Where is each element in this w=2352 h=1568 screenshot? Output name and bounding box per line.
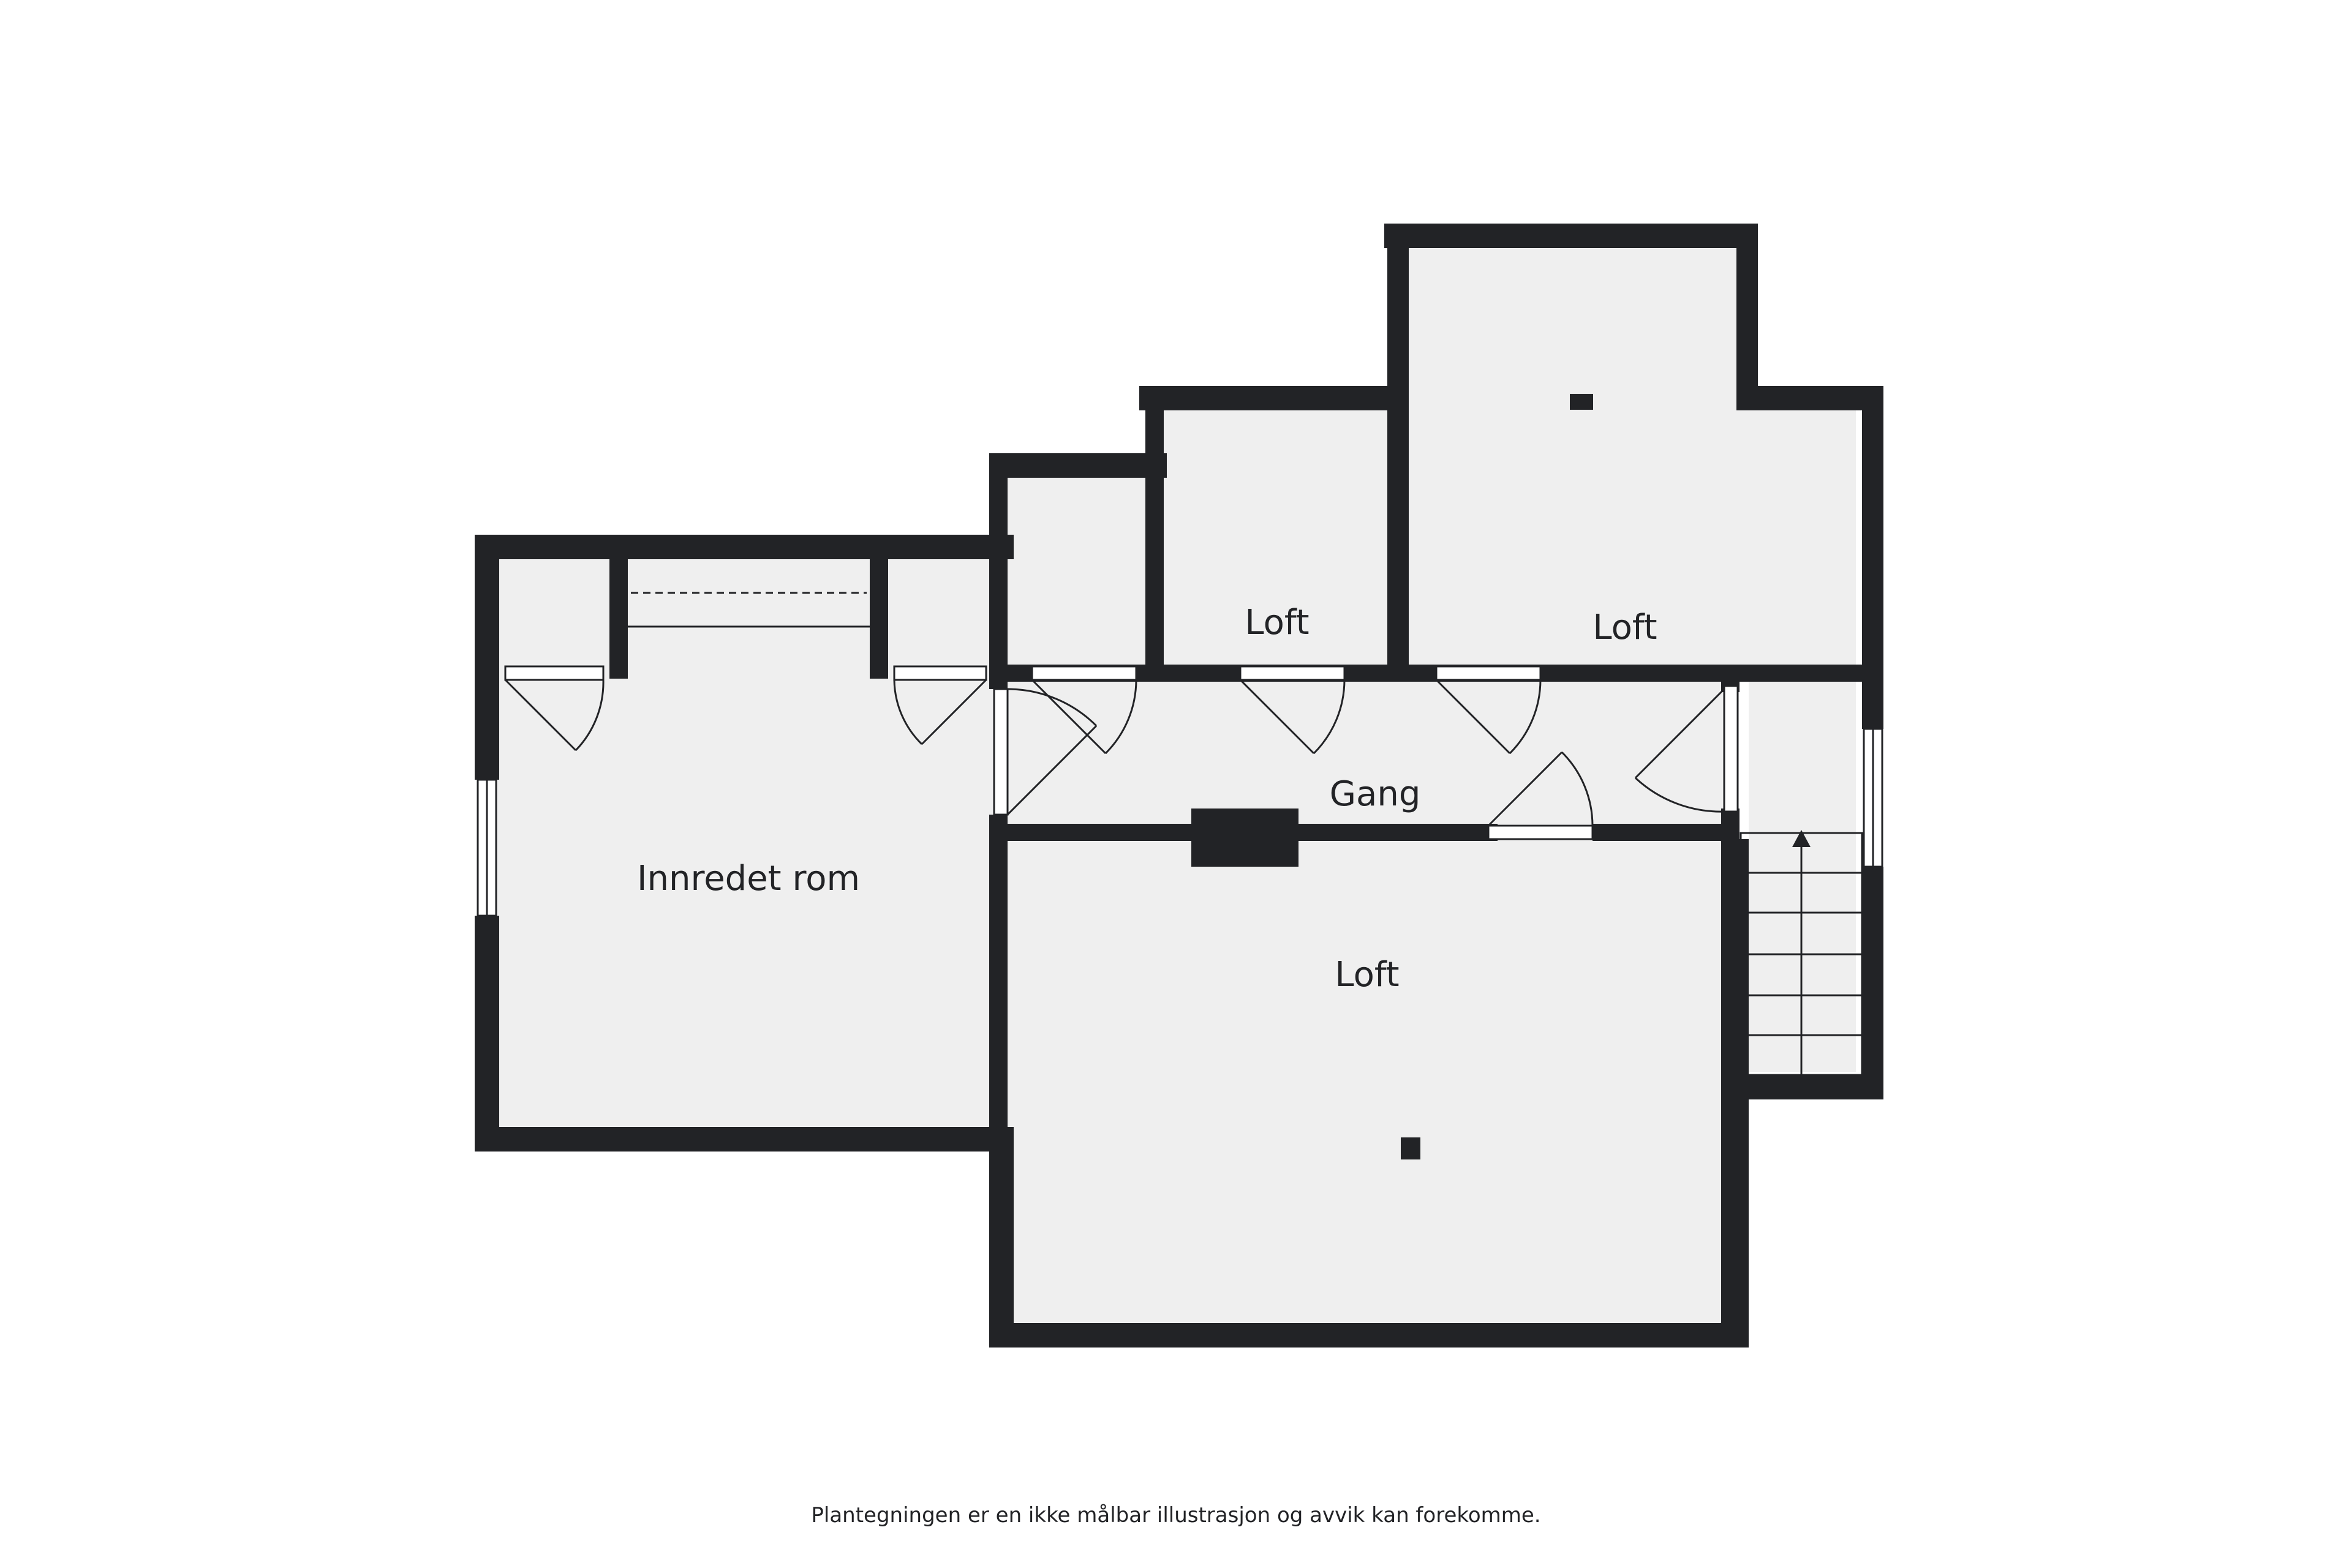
post-upper	[1570, 394, 1593, 410]
door-stair	[1723, 685, 1739, 813]
door-loft-large-leaf	[1487, 751, 1563, 827]
door-stair-leaf	[1634, 688, 1725, 779]
doors	[504, 665, 1739, 840]
door-closet-left-leaf	[504, 679, 577, 752]
post-lower	[1401, 1137, 1420, 1159]
label-gang: Gang	[1330, 774, 1421, 814]
door-storage	[1031, 665, 1137, 681]
door-innredet	[993, 688, 1009, 816]
label-loft-small: Loft	[1245, 603, 1309, 643]
wall-loft-large-left	[989, 1127, 1014, 1348]
wall-left-bottom	[475, 916, 499, 1152]
door-loft-upper-leaf	[1435, 679, 1511, 755]
door-innredet-arc	[1007, 688, 1098, 727]
wall-right-outer-bottom	[1862, 867, 1883, 1099]
wall-innredet-right-lower	[989, 815, 1008, 1164]
door-storage-leaf	[1031, 679, 1107, 755]
wall-innredet-bottom	[475, 1127, 1014, 1152]
door-loft-small	[1239, 665, 1346, 681]
door-closet-mid	[893, 665, 987, 681]
wall-loft-upper-step-top	[1736, 386, 1883, 410]
door-loft-large-arc	[1561, 751, 1594, 826]
label-innredet-rom: Innredet rom	[637, 859, 860, 899]
wall-storage-top	[989, 453, 1167, 478]
wall-gang-bottom-right	[1593, 824, 1733, 841]
wall-loft-small-right	[1387, 224, 1409, 680]
walls	[475, 224, 1883, 1348]
door-closet-mid-arc	[893, 679, 923, 745]
floor-storage-small	[1008, 478, 1155, 668]
wall-loft-large-bottom	[989, 1323, 1749, 1348]
door-loft-upper-arc	[1509, 679, 1542, 755]
windows	[477, 559, 1883, 917]
wall-innredet-right-upper	[989, 453, 1008, 689]
wall-closet-mid-divider	[870, 535, 888, 679]
floor-loft-large	[1008, 839, 1721, 1323]
wall-loft-upper-top	[1384, 224, 1758, 248]
wall-storage-right	[1145, 386, 1164, 680]
floors	[496, 248, 1856, 1323]
label-loft-large: Loft	[1335, 955, 1399, 995]
chimney	[1191, 809, 1298, 867]
door-closet-left-arc	[575, 679, 605, 752]
wall-closet-left-divider	[609, 535, 628, 679]
wall-loft-small-top	[1139, 386, 1409, 410]
floor-loft-upper-ext	[1752, 410, 1856, 668]
door-loft-small-arc	[1313, 679, 1346, 755]
stair-arrow-icon	[1792, 830, 1811, 847]
door-loft-upper	[1435, 665, 1542, 681]
label-loft-upper: Loft	[1593, 608, 1657, 647]
floor-closet-left	[496, 557, 619, 668]
door-innredet-leaf	[1006, 725, 1098, 816]
disclaimer: Plantegningen er en ikke målbar illustra…	[811, 1503, 1541, 1528]
door-loft-small-leaf	[1239, 679, 1315, 755]
floor-loft-small	[1161, 410, 1393, 668]
door-closet-mid-leaf	[921, 679, 987, 745]
wall-loft-upper-right-step	[1736, 224, 1758, 410]
floor-loft-upper	[1409, 248, 1752, 668]
staircase	[1740, 830, 1863, 1076]
floor-closet-mid	[882, 557, 992, 668]
floor-gang	[1008, 680, 1736, 824]
wall-left-top	[475, 535, 499, 780]
labels: Innredet rom Loft Loft Gang Loft	[637, 603, 1657, 995]
wall-loft-large-right	[1721, 839, 1749, 1348]
wall-innredet-top	[475, 535, 1014, 559]
door-storage-arc	[1104, 679, 1137, 755]
door-stair-arc	[1634, 777, 1725, 813]
door-loft-large	[1487, 824, 1594, 840]
door-closet-left	[504, 665, 605, 681]
